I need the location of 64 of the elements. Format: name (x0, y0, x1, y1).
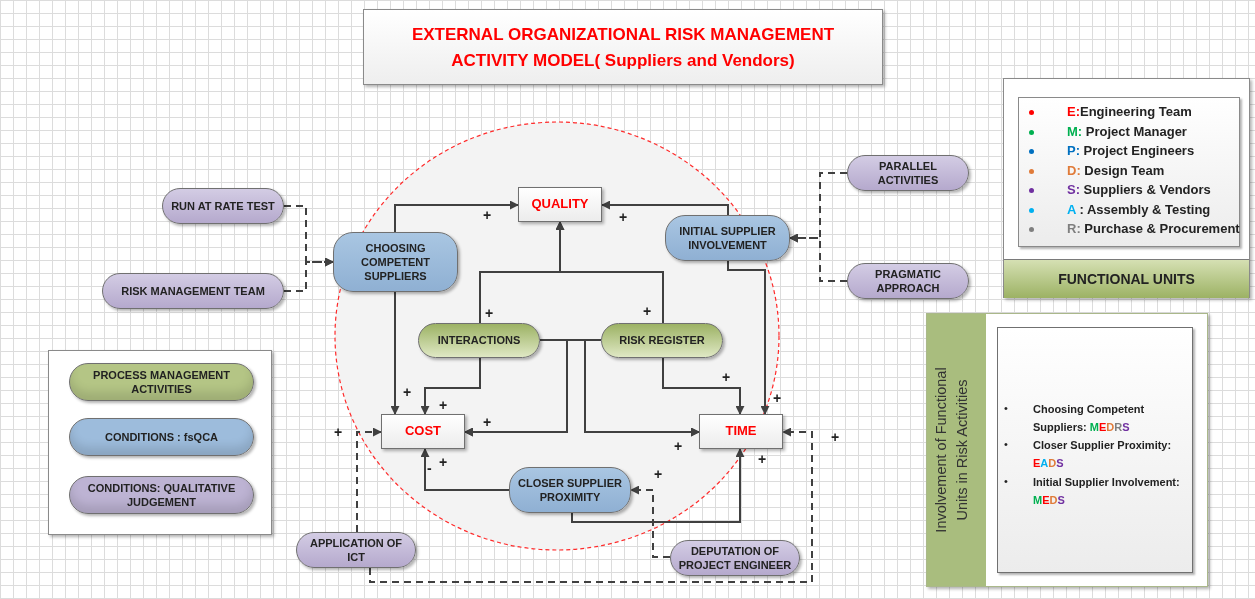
process-pill: PARALLEL ACTIVITIES (847, 155, 969, 191)
bullet-item: Initial Supplier Involvement: MEDS (1033, 475, 1181, 509)
variable-box: QUALITY (518, 187, 602, 222)
polarity-sign: + (403, 385, 412, 399)
dashed-arrow (356, 427, 382, 533)
arrow (555, 221, 664, 324)
polarity-sign: + (831, 430, 840, 444)
title-box: EXTERNAL ORGANIZATIONAL RISK MANAGEMENT ACTIVITY MODEL( Suppliers and Vendors) (363, 9, 883, 85)
variable-box: TIME (699, 414, 783, 449)
arrow (571, 448, 745, 523)
polarity-sign: + (722, 370, 731, 384)
dashed-arrow (789, 233, 848, 282)
arrow (601, 200, 729, 216)
process-pill: INTERACTIONS (418, 323, 540, 358)
polarity-sign: + (334, 425, 343, 439)
legend-label: P: Project Engineers (1067, 143, 1195, 158)
arrow (727, 260, 770, 415)
arrow (420, 448, 510, 491)
legend-label: S: Suppliers & Vendors (1067, 182, 1211, 197)
bullet-marker: • (1004, 401, 1008, 416)
polarity-sign: + (654, 467, 663, 481)
legend-pill: CONDITIONS: QUALITATIVE JUDGEMENT (69, 476, 254, 514)
dashed-arrow (369, 427, 813, 583)
arrow (420, 357, 481, 415)
dashed-arrow (283, 257, 334, 292)
polarity-sign: + (483, 415, 492, 429)
polarity-sign: + (483, 208, 492, 222)
process-pill: RUN AT RATE TEST (162, 188, 284, 224)
process-pill: PRAGMATIC APPROACH (847, 263, 969, 299)
bullet-marker: • (1004, 437, 1008, 452)
polarity-sign: + (758, 452, 767, 466)
legend-label: R: Purchase & Procurement (1067, 221, 1240, 236)
legend-label: D: Design Team (1067, 162, 1165, 178)
process-pill: CHOOSING COMPETENT SUPPLIERS (333, 232, 458, 292)
polarity-sign: + (773, 391, 782, 405)
process-pill: RISK REGISTER (601, 323, 723, 358)
legend-label: M: Project Manager (1067, 123, 1187, 139)
arrow (394, 200, 519, 233)
polarity-sign: + (619, 210, 628, 224)
process-pill: RISK MANAGEMENT TEAM (102, 273, 284, 309)
bullet-marker: • (1004, 474, 1008, 489)
section-heading: FUNCTIONAL UNITS (1004, 259, 1249, 298)
vertical-heading: Involvement of Functional Units in Risk Activities (932, 366, 971, 535)
process-pill: INITIAL SUPPLIER INVOLVEMENT (665, 215, 790, 261)
legend-pill: CONDITIONS : fsQCA (69, 418, 254, 456)
process-pill: APPLICATION OF ICT (296, 532, 416, 568)
legend-pill: PROCESS MANAGEMENT ACTIVITIES (69, 363, 254, 401)
polarity-sign: + (439, 455, 448, 469)
polarity-sign: + (643, 304, 652, 318)
arrow (662, 357, 745, 415)
legend-label: A : Assembly & Testing (1067, 201, 1211, 217)
bullet-item: Closer Supplier Proximity: EADS (1033, 438, 1173, 472)
arrow (390, 291, 400, 415)
dashed-arrow (630, 485, 671, 558)
variable-box: COST (381, 414, 465, 449)
arrow (584, 339, 700, 437)
polarity-sign: + (439, 398, 448, 412)
legend-label: E:Engineering Team (1067, 104, 1192, 119)
polarity-sign: - (427, 461, 432, 475)
process-pill: CLOSER SUPPLIER PROXIMITY (509, 467, 631, 513)
bullet-item: Choosing Competent Suppliers: MEDRS (1033, 402, 1146, 436)
process-pill: DEPUTATION OF PROJECT ENGINEER (670, 540, 800, 576)
polarity-sign: + (485, 306, 494, 320)
polarity-sign: + (674, 439, 683, 453)
